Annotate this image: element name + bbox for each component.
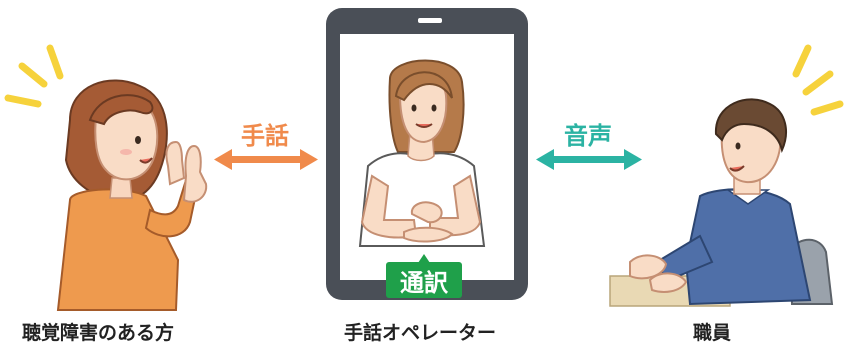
interpret-badge: 通訳 — [386, 262, 462, 298]
operator-figure — [358, 59, 486, 247]
voice-label: 音声 — [564, 122, 612, 150]
spark-lines-left — [4, 44, 64, 108]
badge-pointer — [418, 254, 430, 263]
staff-caption: 職員 — [693, 322, 732, 344]
operator-caption: 手話オペレーター — [344, 322, 497, 344]
spark-lines-right — [792, 44, 844, 116]
deaf-person-caption: 聴覚障害のある方 — [22, 322, 175, 344]
voice-arrow — [536, 149, 642, 170]
sign-language-arrow — [214, 149, 318, 170]
deaf-person-figure — [4, 44, 208, 311]
sign-language-label: 手話 — [241, 122, 289, 150]
staff-figure — [609, 44, 844, 307]
